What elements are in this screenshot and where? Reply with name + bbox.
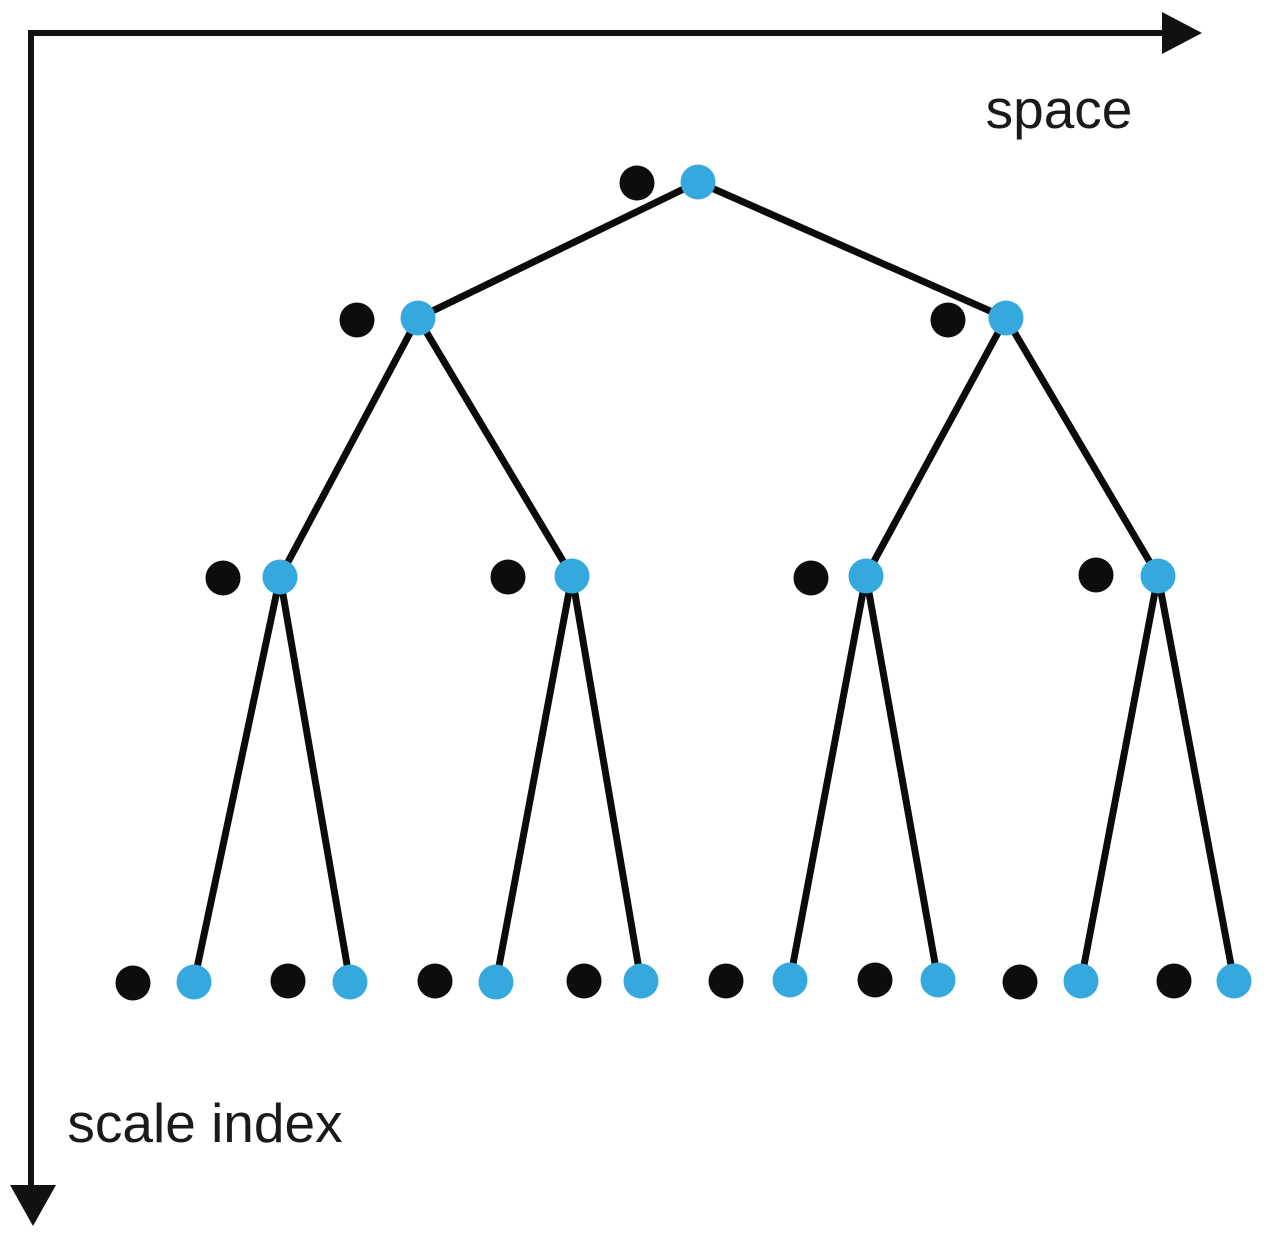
tree-edges: [190, 178, 1238, 986]
black-node-dot: [270, 963, 306, 999]
tree-edge: [414, 314, 576, 580]
blue-node-dot: [176, 964, 212, 1000]
black-node-dot: [1078, 557, 1114, 593]
tree-edge: [492, 572, 576, 986]
y-axis-arrow-icon: [10, 1185, 56, 1226]
black-node-dot: [708, 963, 744, 999]
tree-edge: [862, 314, 1010, 580]
tree-edge: [862, 572, 942, 984]
black-node-dot: [115, 965, 151, 1001]
x-axis-arrow-icon: [1162, 12, 1202, 54]
black-node-dot: [930, 302, 966, 338]
x-axis-label: space: [986, 78, 1133, 140]
blue-node-dot: [920, 962, 956, 998]
tree-edge: [694, 178, 1010, 322]
y-axis-label: scale index: [67, 1092, 342, 1154]
blue-node-dot: [1216, 963, 1252, 999]
black-node-dot: [1002, 964, 1038, 1000]
blue-node-dot: [1063, 963, 1099, 999]
black-node-dot: [339, 302, 375, 338]
tree-edge: [414, 178, 702, 322]
black-node-dot: [1156, 963, 1192, 999]
black-node-dot: [619, 165, 655, 201]
blue-node-dot: [400, 300, 436, 336]
tree-edge: [568, 572, 645, 985]
tree-edge: [190, 573, 284, 986]
y-axis: scale index: [10, 30, 343, 1226]
tree-edge: [1154, 572, 1238, 985]
tree-edge: [276, 573, 354, 986]
tree-edge: [276, 314, 422, 581]
black-node-dot: [205, 560, 241, 596]
blue-node-dot: [478, 964, 514, 1000]
black-node-dot: [417, 963, 453, 999]
blue-node-dot: [1140, 558, 1176, 594]
blue-node-dot: [848, 558, 884, 594]
blue-node-dot: [332, 964, 368, 1000]
black-node-dot: [490, 559, 526, 595]
tree-edge: [1077, 572, 1162, 985]
tree-edge: [1002, 314, 1162, 580]
x-axis: space: [28, 12, 1202, 140]
tree-edge: [786, 572, 870, 984]
black-node-dot: [793, 560, 829, 596]
blue-node-dot: [623, 963, 659, 999]
blue-node-dot: [554, 558, 590, 594]
tree-nodes: [115, 164, 1252, 1001]
blue-node-dot: [680, 164, 716, 200]
black-node-dot: [566, 963, 602, 999]
blue-node-dot: [262, 559, 298, 595]
blue-node-dot: [772, 962, 808, 998]
blue-node-dot: [988, 300, 1024, 336]
black-node-dot: [857, 962, 893, 998]
